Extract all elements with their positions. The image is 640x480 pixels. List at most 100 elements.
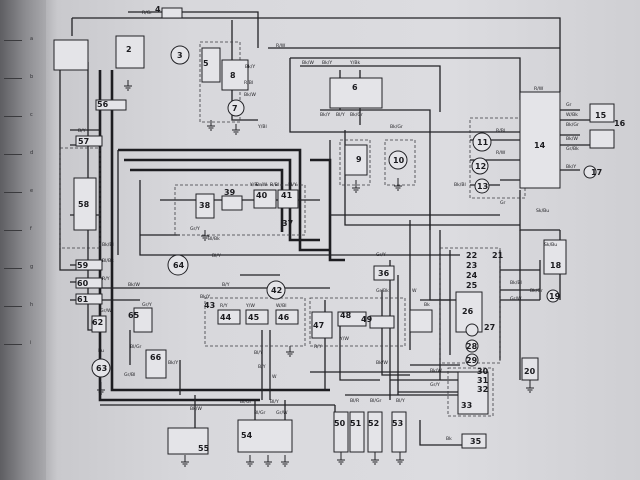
wire-label: Bu	[98, 348, 104, 354]
component-label-50: 50	[334, 419, 346, 428]
margin-tick	[4, 230, 22, 231]
component-label-52: 52	[368, 419, 379, 428]
component-label-16: 16	[614, 119, 626, 128]
wire-label: Gr/Y	[142, 302, 152, 308]
component-label-66: 66	[150, 353, 162, 362]
component-label-37: 37	[282, 219, 293, 228]
wire-label: Bl/Y	[270, 399, 279, 405]
component-label-42: 42	[271, 286, 282, 295]
wire-label: Bl/Gr	[370, 398, 382, 404]
wire-label: Bl/Gr	[254, 410, 266, 416]
wire-label: Gr/W	[100, 308, 112, 314]
wire-label: Gr/Bl	[124, 372, 135, 378]
wire-label: Bk/W	[244, 92, 256, 98]
component-label-46: 46	[278, 313, 290, 322]
component-label-35: 35	[470, 437, 482, 446]
component-label-47: 47	[313, 321, 324, 330]
component-label-28: 28	[466, 342, 478, 351]
wire-label: W	[412, 288, 417, 294]
wire-label: Gr	[566, 102, 572, 108]
wire-label: W/Bk	[566, 112, 578, 118]
wire-label: Bk/W	[376, 360, 388, 366]
component-label-60: 60	[77, 279, 89, 288]
component-label-41: 41	[281, 191, 293, 200]
component-label-65: 65	[128, 311, 140, 320]
margin-glyph: c	[30, 112, 33, 118]
wire-label: Gr/Y	[430, 382, 440, 388]
component-bodies	[53, 7, 615, 455]
margin-glyph: h	[30, 302, 34, 308]
wire-label: R/Bl	[496, 128, 505, 134]
margin-tick	[4, 192, 22, 193]
wire-label: B/Y	[78, 128, 86, 134]
margin-tick	[4, 154, 22, 155]
wire-label: Gr/Bk	[376, 288, 389, 294]
component-label-14: 14	[534, 141, 546, 150]
component-label-48: 48	[340, 311, 352, 320]
component-label-63: 63	[96, 364, 107, 373]
component-label-12: 12	[475, 162, 486, 171]
wire-label: Bk	[446, 436, 452, 442]
wire-label: Sk/Bu	[536, 208, 549, 214]
component-label-17: 17	[591, 168, 602, 177]
component-label-43: 43	[204, 301, 215, 310]
wire-label: Y/Bk	[349, 60, 361, 66]
component-label-25: 25	[466, 281, 478, 290]
wire-label: Bk/Y	[200, 294, 210, 300]
component-label-57: 57	[78, 137, 89, 146]
margin-tick	[4, 40, 22, 41]
wiring-bus	[59, 11, 595, 446]
component-label-45: 45	[248, 313, 260, 322]
wire-label: Bk/Gr	[530, 288, 543, 294]
wire-label: Bk/Gr	[566, 122, 579, 128]
component-label-11: 11	[477, 138, 489, 147]
component-label-10: 10	[393, 156, 405, 165]
component-label-40: 40	[256, 191, 268, 200]
margin-tick	[4, 344, 22, 345]
component-label-19: 19	[549, 292, 561, 301]
ground-symbols	[97, 80, 534, 467]
wire-label: Bl/R	[350, 398, 360, 404]
component-label-62: 62	[92, 318, 103, 327]
wire-label: Bl/Y	[212, 253, 221, 259]
component-label-29: 29	[466, 356, 478, 365]
component-label-58: 58	[78, 200, 90, 209]
wire-label: R/Bl	[270, 182, 279, 188]
wire-color-labels: R/Gr R/W Bk/W Bk/Y Y/Bk R/W Bk/Y R/Bl Bk…	[78, 10, 579, 442]
wire-label: Bk/Bl	[510, 280, 522, 286]
component-label-55: 55	[198, 444, 210, 453]
margin-tick	[4, 116, 22, 117]
component-label-3: 3	[177, 51, 183, 60]
margin-glyph: d	[30, 150, 34, 156]
book-binding-edge: a b c d e f g h i	[0, 0, 46, 480]
component-label-9: 9	[356, 155, 362, 164]
wire-label: W	[272, 374, 277, 380]
wire-label: Bk/Gr	[390, 124, 403, 130]
wire-label: Sk/Bu	[544, 242, 557, 248]
component-label-6: 6	[352, 83, 358, 92]
wire-label: Bk/W	[430, 368, 442, 374]
component-label-2: 2	[126, 45, 132, 54]
wire-label: Bk	[424, 302, 430, 308]
wire-label: R/W	[496, 150, 506, 156]
component-label-22: 22	[466, 251, 477, 260]
wire-label: Bk/Y	[566, 164, 576, 170]
component-label-33: 33	[461, 401, 472, 410]
wire-label: W/Bl	[276, 303, 287, 309]
wire-label: Gr/Y	[190, 226, 200, 232]
component-label-51: 51	[350, 419, 362, 428]
wire-label: Gr/W	[276, 410, 288, 416]
component-label-24: 24	[466, 271, 478, 280]
wire-label: Gr	[500, 200, 506, 206]
component-label-59: 59	[77, 261, 89, 270]
wire-label: Bk/Y	[322, 60, 332, 66]
component-label-54: 54	[241, 431, 253, 440]
component-label-27: 27	[484, 323, 495, 332]
wire-label: Bl/Y	[288, 182, 297, 188]
component-label-18: 18	[550, 261, 562, 270]
wire-label: Bl/Bk	[102, 258, 114, 264]
wire-label: Y/W	[339, 336, 349, 342]
component-label-44: 44	[220, 313, 232, 322]
